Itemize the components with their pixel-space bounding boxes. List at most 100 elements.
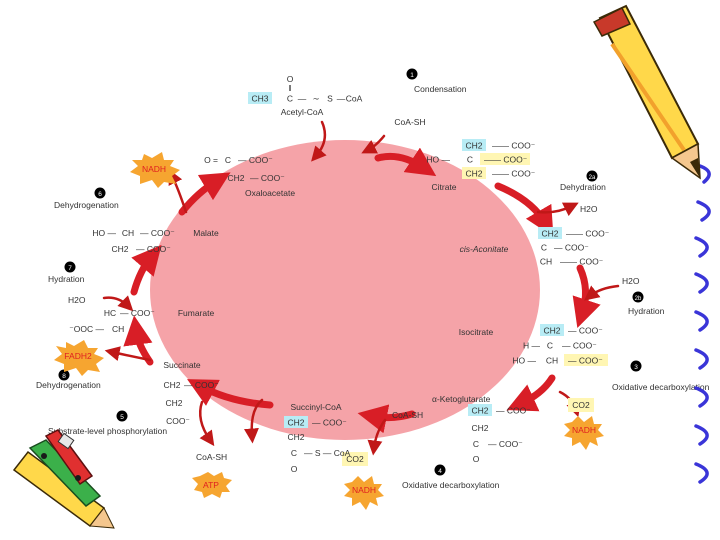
- svg-text:‖: ‖: [288, 84, 291, 93]
- svg-text:CH2: CH2: [287, 418, 304, 428]
- arrow-fadh2-out: [104, 346, 152, 362]
- arrow-atp-out: [199, 400, 215, 447]
- svg-text:O: O: [287, 74, 294, 84]
- step-label-dehydrogenation-8: Dehydrogenation: [36, 380, 101, 390]
- svg-text:C: C: [541, 243, 547, 253]
- svg-text:Fumarate: Fumarate: [178, 308, 215, 318]
- coa-sh-step5: CoA-SH: [196, 452, 227, 462]
- fadh2-burst: [54, 340, 104, 376]
- succinate: Succinate CH2 — COO⁻ CH2 COO⁻: [163, 360, 219, 426]
- svg-text:— COO⁻: — COO⁻: [554, 243, 589, 253]
- svg-text:Acetyl-CoA: Acetyl-CoA: [281, 107, 324, 117]
- svg-text:2b: 2b: [635, 296, 642, 302]
- cycle-center-circle: [150, 140, 540, 440]
- isocitrate: CH2 — COO⁻ H — C — COO⁻ HO — CH — COO⁻ I…: [459, 324, 608, 366]
- svg-text:α-Ketoglutarate: α-Ketoglutarate: [432, 394, 491, 404]
- svg-text:CH2: CH2: [111, 244, 128, 254]
- nadh-step6: NADH: [142, 164, 166, 174]
- svg-text:CH2: CH2: [471, 406, 488, 416]
- svg-text:CH: CH: [546, 356, 558, 366]
- svg-text:HO —: HO —: [426, 155, 450, 165]
- svg-text:—: —: [337, 94, 346, 104]
- svg-text:4: 4: [438, 468, 442, 475]
- svg-text:HO —: HO —: [92, 228, 116, 238]
- svg-text:— S — CoA: — S — CoA: [304, 448, 351, 458]
- svg-text:— COO⁻: — COO⁻: [568, 326, 603, 336]
- notebook-ring: [694, 236, 709, 258]
- svg-text:Citrate: Citrate: [431, 182, 456, 192]
- svg-text:CH2: CH2: [287, 432, 304, 442]
- svg-text:8: 8: [62, 373, 66, 380]
- svg-text:1: 1: [410, 72, 414, 79]
- svg-text:— COO⁻: — COO⁻: [496, 406, 531, 416]
- arrow-h2o-out: [536, 202, 579, 217]
- nadh-step3: NADH: [572, 425, 596, 435]
- svg-text:— COO⁻: — COO⁻: [312, 418, 347, 428]
- svg-text:O: O: [291, 464, 298, 474]
- step-label-dehydrogenation-6: Dehydrogenation: [54, 200, 119, 210]
- notebook-ring: [694, 424, 709, 446]
- step-badge-1: 1: [406, 68, 418, 80]
- nadh-burst-step6: [130, 152, 180, 188]
- step-label-hydration-7: Hydration: [48, 274, 85, 284]
- step6-products: NADH: [130, 152, 180, 188]
- svg-text:CH: CH: [112, 324, 124, 334]
- arrow-fumarate-to-malate: [130, 244, 162, 296]
- step-badge-7: 7: [64, 261, 76, 273]
- svg-text:C: C: [225, 155, 231, 165]
- arrow-ketoglutarate-to-succinyl: [357, 404, 416, 434]
- notebook-ring: [698, 164, 711, 184]
- acetyl-coa: O ‖ CH3 C — ∼ S — CoA Acetyl-CoA CoA-SH: [248, 74, 426, 127]
- fadh2: FADH2: [64, 351, 92, 361]
- arrow-isocitrate-to-ketoglutarate: [506, 374, 556, 412]
- step-badge-2b: 2b: [632, 291, 644, 303]
- svg-text:C: C: [473, 439, 479, 449]
- h2o-hydration-2b: H2O: [622, 276, 640, 286]
- svg-text:CoA: CoA: [346, 94, 363, 104]
- co2-step4: CO2: [346, 454, 364, 464]
- arrow-acetyl-coa-in: [311, 120, 327, 162]
- malate: HO — CH — COO⁻ CH2 — COO⁻ Malate: [92, 228, 219, 254]
- svg-text:CH2: CH2: [227, 173, 244, 183]
- notebook-ring: [694, 310, 709, 332]
- svg-text:7: 7: [68, 265, 72, 272]
- svg-text:— COO⁻: — COO⁻: [140, 228, 175, 238]
- step-badge-3: 3: [630, 360, 642, 372]
- svg-text:— COO⁻: — COO⁻: [250, 173, 285, 183]
- svg-text:— COO⁻: — COO⁻: [184, 380, 219, 390]
- svg-text:C: C: [291, 448, 297, 458]
- svg-text:CH2: CH2: [465, 169, 482, 179]
- notebook-ring: [694, 462, 709, 484]
- svg-text:—: —: [298, 94, 307, 104]
- svg-text:O =: O =: [204, 155, 218, 165]
- atp: ATP: [203, 480, 219, 490]
- svg-text:—— COO⁻: —— COO⁻: [560, 257, 604, 267]
- svg-text:C: C: [547, 341, 553, 351]
- arrow-dehydration: [494, 182, 554, 237]
- svg-text:HO —: HO —: [512, 356, 536, 366]
- svg-text:CH: CH: [540, 257, 552, 267]
- svg-text:—— COO⁻: —— COO⁻: [492, 141, 536, 151]
- svg-text:CH2: CH2: [165, 398, 182, 408]
- step-label-dehydration: Dehydration: [560, 182, 606, 192]
- step-badge-5: 5: [116, 410, 128, 422]
- svg-text:— COO⁻: — COO⁻: [136, 244, 171, 254]
- svg-text:— COO⁻: — COO⁻: [562, 341, 597, 351]
- acetyl-methyl-highlight: [248, 92, 272, 104]
- pencil-bundle-icon: [12, 429, 115, 529]
- svg-text:∼: ∼: [312, 94, 319, 104]
- svg-text:C: C: [287, 94, 293, 104]
- svg-text:CH2: CH2: [163, 380, 180, 390]
- svg-text:CH2: CH2: [543, 326, 560, 336]
- nadh-burst-step3: [564, 416, 604, 450]
- step-label-hydration-2b: Hydration: [628, 306, 665, 316]
- arrow-coa-sh-out: [361, 134, 386, 154]
- svg-text:Oxaloacetate: Oxaloacetate: [245, 188, 295, 198]
- step-label-condensation: Condensation: [414, 84, 467, 94]
- step-badge-2a: 2a: [586, 170, 598, 182]
- succinyl-coa: Succinyl-CoA CH2 — COO⁻ CH2 C — S — CoA …: [284, 402, 351, 474]
- notebook-ring: [696, 200, 711, 222]
- step3-products: CO2 NADH: [564, 398, 604, 450]
- svg-text:Succinyl-CoA: Succinyl-CoA: [290, 402, 341, 412]
- cis-aconitate: CH2 —— COO⁻ C — COO⁻ CH —— COO⁻ cis-Acon…: [460, 227, 610, 267]
